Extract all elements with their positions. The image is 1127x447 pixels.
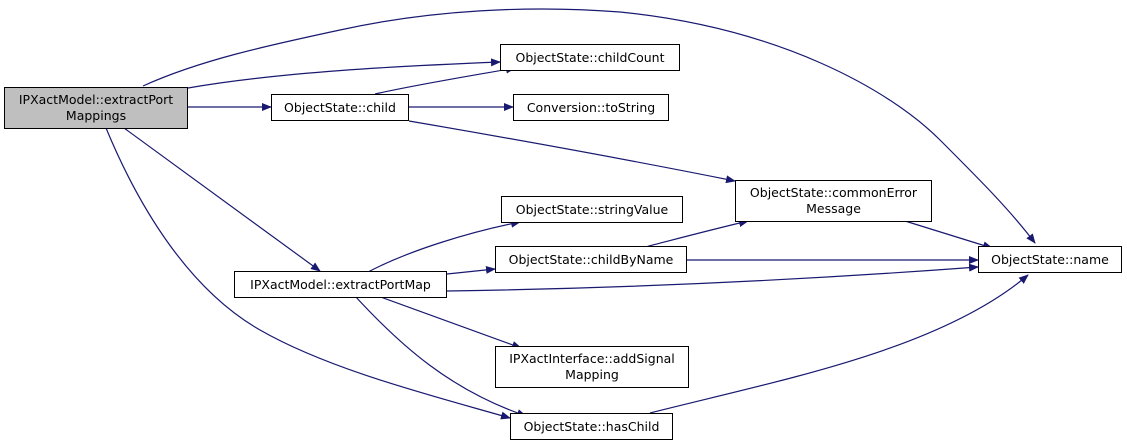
node-root-line2: Mappings: [65, 108, 127, 123]
node-objectstate-name[interactable]: ObjectState::name: [978, 246, 1122, 273]
node-addSignal-line1: IPXactInterface::addSignal: [509, 351, 675, 366]
edge-root-to-name: [142, 8, 1036, 244]
node-root-extractPortMappings: IPXactModel::extractPort Mappings: [4, 87, 188, 129]
edge-child-to-childCount: [374, 65, 516, 95]
node-objectstate-stringvalue[interactable]: ObjectState::stringValue: [501, 196, 683, 223]
node-stringValue-label: ObjectState::stringValue: [515, 201, 669, 217]
edge-childByName-to-commonError: [644, 219, 749, 248]
node-conversion-tostring[interactable]: Conversion::toString: [513, 94, 669, 121]
edge-hasChild-to-name: [649, 274, 1029, 414]
node-objectstate-childbyname[interactable]: ObjectState::childByName: [495, 246, 687, 273]
node-objectstate-haschild[interactable]: ObjectState::hasChild: [510, 413, 673, 440]
node-ipxactinterface-addsignalmapping[interactable]: IPXactInterface::addSignal Mapping: [495, 346, 689, 388]
node-extractPortMap-label: IPXactModel::extractPortMap: [250, 276, 431, 292]
node-objectstate-commonerrormessage[interactable]: ObjectState::commonError Message: [735, 180, 932, 222]
node-childCount-label: ObjectState::childCount: [515, 49, 665, 65]
node-childByName-label: ObjectState::childByName: [508, 251, 674, 267]
edge-root-to-extractPortMap: [123, 127, 321, 272]
node-ipxactmodel-extractportmap[interactable]: IPXactModel::extractPortMap: [234, 271, 447, 298]
edge-root-to-hasChild: [105, 127, 511, 420]
edge-extractPortMap-to-name: [446, 263, 979, 292]
node-root-line1: IPXactModel::extractPort: [18, 92, 174, 107]
edge-root-to-childCount: [187, 58, 501, 89]
node-commonError-line2: Message: [806, 201, 861, 216]
node-name-label: ObjectState::name: [991, 251, 1109, 267]
edge-extractPortMap-to-stringValue: [367, 219, 521, 273]
node-addSignal-line2: Mapping: [565, 367, 619, 382]
node-commonError-line1: ObjectState::commonError: [749, 185, 918, 200]
node-hasChild-label: ObjectState::hasChild: [523, 418, 660, 434]
edge-child-to-commonError: [408, 120, 736, 184]
edge-extractPortMap-to-childByName: [446, 265, 496, 275]
edge-commonError-to-name: [904, 220, 993, 250]
edge-extractPortMap-to-addSignal: [377, 295, 522, 349]
node-child-label: ObjectState::child: [284, 99, 396, 115]
node-objectstate-child[interactable]: ObjectState::child: [271, 94, 409, 121]
node-toString-label: Conversion::toString: [526, 99, 656, 115]
edge-extractPortMap-to-hasChild: [354, 295, 527, 417]
node-objectstate-childcount[interactable]: ObjectState::childCount: [500, 44, 680, 71]
